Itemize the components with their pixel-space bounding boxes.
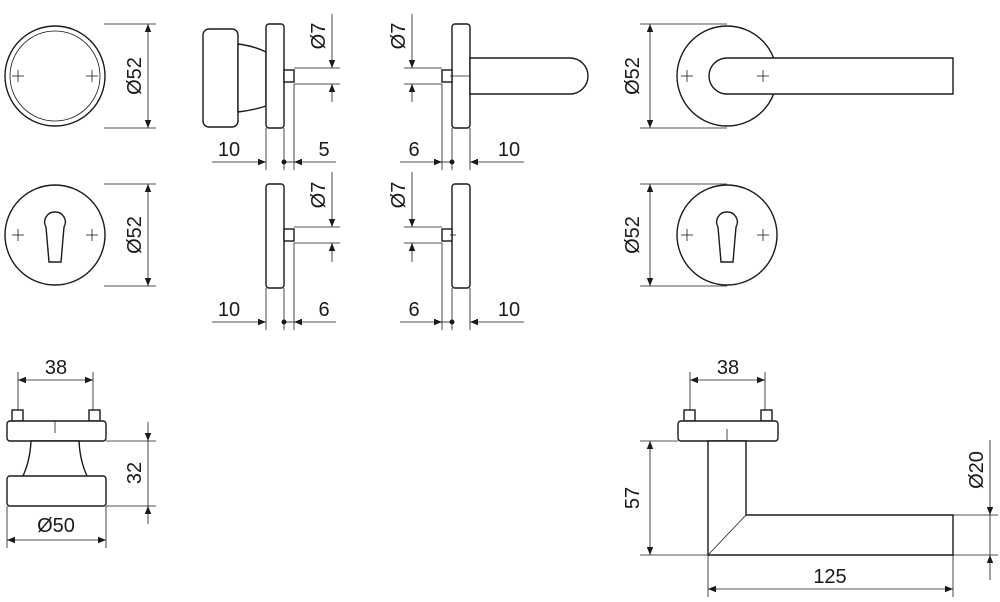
pin-diameter-label: Ø7 <box>388 23 410 50</box>
gap-label: 6 <box>318 299 329 321</box>
lever-rose-front-view: Ø52 <box>622 23 954 129</box>
gap-label: 5 <box>318 139 329 161</box>
gap-label: 6 <box>408 139 419 161</box>
rose-diameter-label: Ø52 <box>622 57 644 95</box>
escutcheon-diameter-label: Ø52 <box>124 216 146 254</box>
knob-elevation-view: 38 32 Ø50 <box>6 357 156 548</box>
diameter-label: Ø20 <box>966 451 988 489</box>
pin-diameter-label: Ø7 <box>308 23 330 50</box>
height-label: 32 <box>124 462 146 484</box>
depth-label: 10 <box>498 299 520 321</box>
escutcheon-front-view-right: Ø52 <box>622 183 778 287</box>
pin-diameter-label: Ø7 <box>388 182 410 209</box>
escutcheon-front-view-left: Ø52 <box>4 183 156 287</box>
depth-label: 10 <box>218 139 240 161</box>
depth-label: 10 <box>218 299 240 321</box>
lever-side-view: Ø7 6 10 <box>388 14 589 170</box>
escutcheon-diameter-label: Ø52 <box>622 216 644 254</box>
knob-side-view: Ø7 10 5 <box>202 14 340 170</box>
escutcheon-side-view-left: Ø7 10 6 <box>212 172 340 330</box>
gap-label: 6 <box>408 299 419 321</box>
lever-elevation-view: 38 57 Ø20 125 <box>622 357 998 597</box>
width-label: 38 <box>717 357 739 379</box>
diameter-label: Ø50 <box>37 515 75 537</box>
rose-diameter-label: Ø52 <box>124 57 146 95</box>
height-label: 57 <box>622 487 644 509</box>
escutcheon-side-view-right: Ø7 6 10 <box>388 172 524 330</box>
pin-diameter-label: Ø7 <box>308 182 330 209</box>
length-label: 125 <box>813 566 846 588</box>
width-label: 38 <box>45 357 67 379</box>
knob-rose-front-view: Ø52 <box>4 23 156 129</box>
depth-label: 10 <box>498 139 520 161</box>
